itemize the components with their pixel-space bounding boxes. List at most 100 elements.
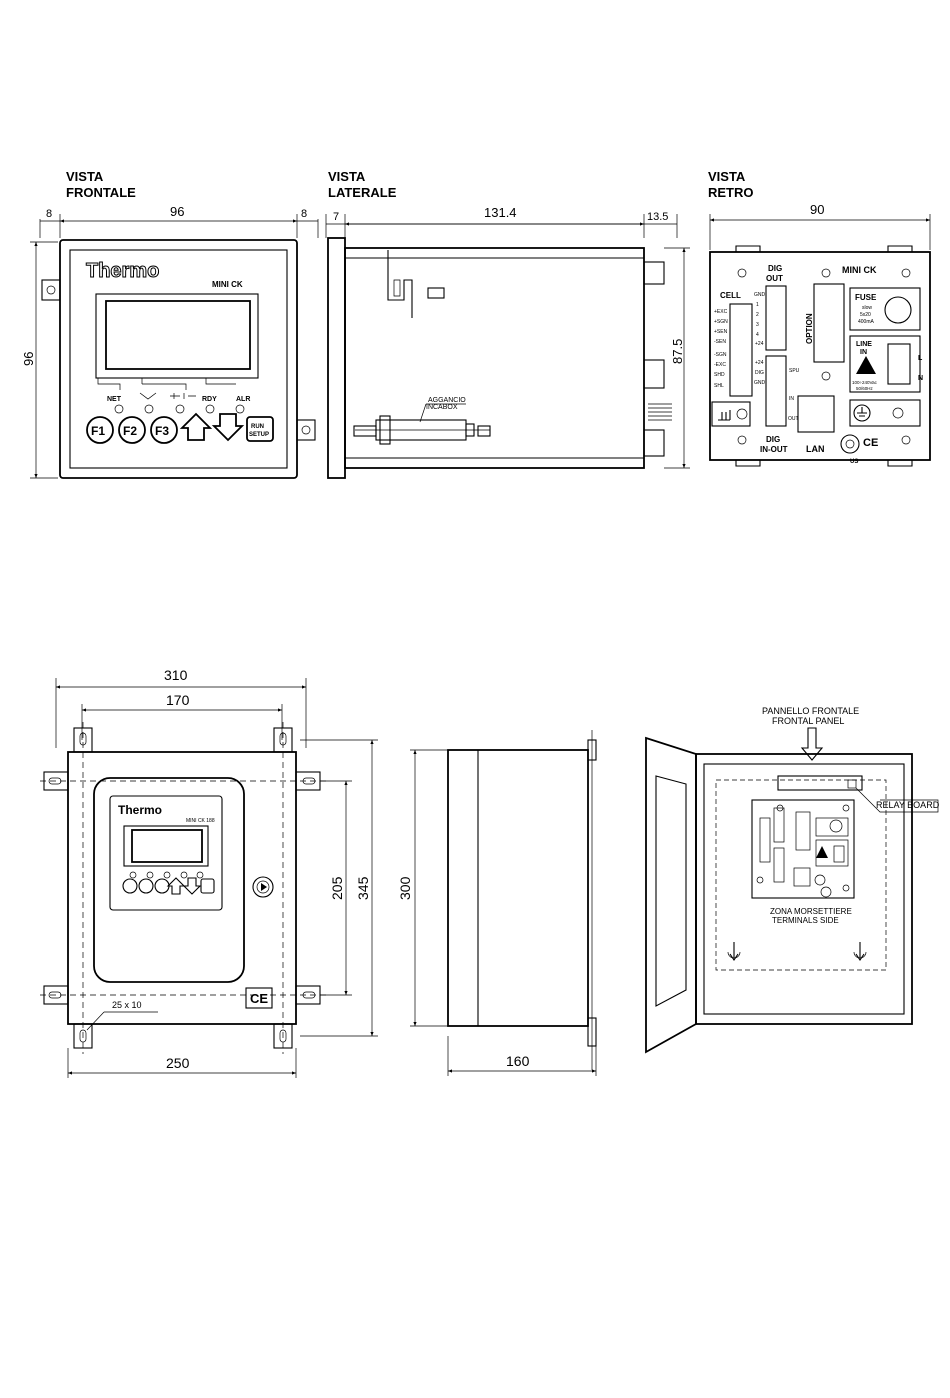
rear-dig-inout-2: IN-OUT <box>760 445 788 454</box>
dim-box-width: 310 <box>164 667 188 683</box>
svg-text:+EXC: +EXC <box>714 309 728 315</box>
rear-line-2: IN <box>860 349 867 356</box>
rear-dig-out-1: DIG <box>768 264 782 273</box>
rear-option: OPTION <box>805 313 814 344</box>
dim-side-length: 131.4 <box>484 205 517 220</box>
dim-box-depth-height: 300 <box>397 876 413 900</box>
key-f1-button[interactable]: F1 <box>86 416 114 444</box>
led-alr-label: ALR <box>236 396 250 403</box>
dim-front-right: 8 <box>301 208 307 220</box>
led-rdy-label: RDY <box>202 396 217 403</box>
front-view-heading: VISTA FRONTALE <box>66 169 136 200</box>
dim-box-inner-height: 205 <box>329 876 345 900</box>
box-keys <box>122 871 215 895</box>
ground-icon <box>718 410 731 421</box>
svg-text:+SEN: +SEN <box>714 329 728 335</box>
cabinet-zone-2: TERMINALS SIDE <box>772 916 839 925</box>
svg-text:1: 1 <box>756 302 759 308</box>
svg-text:LATERALE: LATERALE <box>328 185 397 200</box>
svg-text:SPU: SPU <box>789 368 800 374</box>
svg-text:2: 2 <box>756 312 759 318</box>
svg-text:DIG: DIG <box>755 370 764 376</box>
side-note-line2: INCABOX <box>426 404 458 411</box>
rear-model: MINI CK <box>842 265 877 275</box>
svg-text:RUN: RUN <box>251 424 264 430</box>
svg-text:400mA: 400mA <box>858 319 875 325</box>
dim-front-left: 8 <box>46 208 52 220</box>
box-model: MINI CK 188 <box>186 818 215 824</box>
warning-triangle-icon <box>856 356 876 374</box>
rear-dig-inout-1: DIG <box>766 435 780 444</box>
svg-text:F1: F1 <box>91 424 105 438</box>
front-view: 8 96 8 96 Thermo MINI CK NET RDY ALR <box>21 204 319 479</box>
svg-text:VISTA: VISTA <box>66 169 104 184</box>
certification-icon: CE US <box>840 434 878 465</box>
svg-text:US: US <box>850 459 858 465</box>
svg-text:IN: IN <box>789 396 794 402</box>
svg-text:5x20: 5x20 <box>860 312 871 318</box>
svg-text:SETUP: SETUP <box>249 432 269 438</box>
svg-text:VISTA: VISTA <box>328 169 366 184</box>
rear-lan: LAN <box>806 444 825 454</box>
svg-text:+24: +24 <box>755 341 764 347</box>
key-f3-button[interactable]: F3 <box>150 416 178 444</box>
dim-box-bottom: 250 <box>166 1055 190 1071</box>
svg-text:OUT: OUT <box>788 416 799 422</box>
svg-text:50/60Hz: 50/60Hz <box>856 386 874 391</box>
led-net-label: NET <box>107 396 122 403</box>
box-front-view: 310 170 <box>40 667 378 1078</box>
svg-text:CE: CE <box>863 437 878 449</box>
svg-text:3: 3 <box>756 322 759 328</box>
dim-box-depth: 160 <box>506 1053 530 1069</box>
cabinet-open-view: PANNELLO FRONTALE FRONTAL PANEL RELAY BO… <box>645 706 940 1054</box>
svg-text:RETRO: RETRO <box>708 185 754 200</box>
svg-text:VISTA: VISTA <box>708 169 746 184</box>
svg-text:SHL: SHL <box>714 383 724 389</box>
dim-side-left: 7 <box>333 211 339 223</box>
svg-text:L: L <box>918 355 923 362</box>
dim-front-height: 96 <box>21 352 36 366</box>
svg-text:-SEN: -SEN <box>714 339 726 345</box>
side-note-line1: AGGANCIO <box>428 397 466 404</box>
key-f2-button[interactable]: F2 <box>118 416 146 444</box>
dim-side-height: 87.5 <box>670 339 685 364</box>
svg-text:100÷240Vac: 100÷240Vac <box>852 380 878 385</box>
svg-text:-EXC: -EXC <box>714 362 726 368</box>
dim-box-height: 345 <box>355 876 371 900</box>
dim-front-width: 96 <box>170 204 184 219</box>
dim-rear-width: 90 <box>810 202 824 217</box>
front-model: MINI CK <box>212 280 243 289</box>
svg-text:N: N <box>918 375 923 382</box>
svg-text:4: 4 <box>756 332 759 338</box>
rear-line-1: LINE <box>856 341 872 348</box>
cabinet-panel-2: FRONTAL PANEL <box>772 716 844 726</box>
run-setup-button[interactable]: RUN SETUP <box>246 416 274 442</box>
svg-text:FRONTALE: FRONTALE <box>66 185 136 200</box>
side-view-heading: VISTA LATERALE <box>328 169 397 200</box>
rear-view: 90 MINI CK DIG OUT CELL +EXC +SGN +SEN -… <box>709 202 931 467</box>
side-view: 7 131.4 13.5 AGGANCIO INCABOX 87.5 <box>325 205 690 479</box>
door-lock-icon <box>252 876 274 898</box>
svg-text:+24: +24 <box>755 360 764 366</box>
fuse-holder-icon <box>884 296 912 324</box>
svg-text:SHD: SHD <box>714 372 725 378</box>
svg-text:-SGN: -SGN <box>714 352 727 358</box>
arrow-up-icon[interactable] <box>179 412 213 441</box>
cabinet-panel-1: PANNELLO FRONTALE <box>762 706 859 716</box>
box-brand: Thermo <box>118 803 162 817</box>
dim-box-mount: 170 <box>166 692 190 708</box>
box-side-view: 300 160 <box>397 730 597 1076</box>
cabinet-relay: RELAY BOARD <box>876 800 940 810</box>
rear-cell-label: CELL <box>720 291 741 300</box>
led-indicators <box>114 404 245 414</box>
dim-box-slot: 25 x 10 <box>112 1000 142 1010</box>
svg-text:GND: GND <box>754 292 766 298</box>
rear-view-heading: VISTA RETRO <box>708 169 754 200</box>
earth-icon <box>853 404 871 422</box>
box-ce-mark: CE <box>250 991 268 1006</box>
arrow-down-icon[interactable] <box>211 413 245 442</box>
io-pin-labels: +24 DIG GND SPU IN OUT <box>754 360 800 422</box>
svg-text:+SGN: +SGN <box>714 319 728 325</box>
svg-text:slow: slow <box>862 305 872 311</box>
